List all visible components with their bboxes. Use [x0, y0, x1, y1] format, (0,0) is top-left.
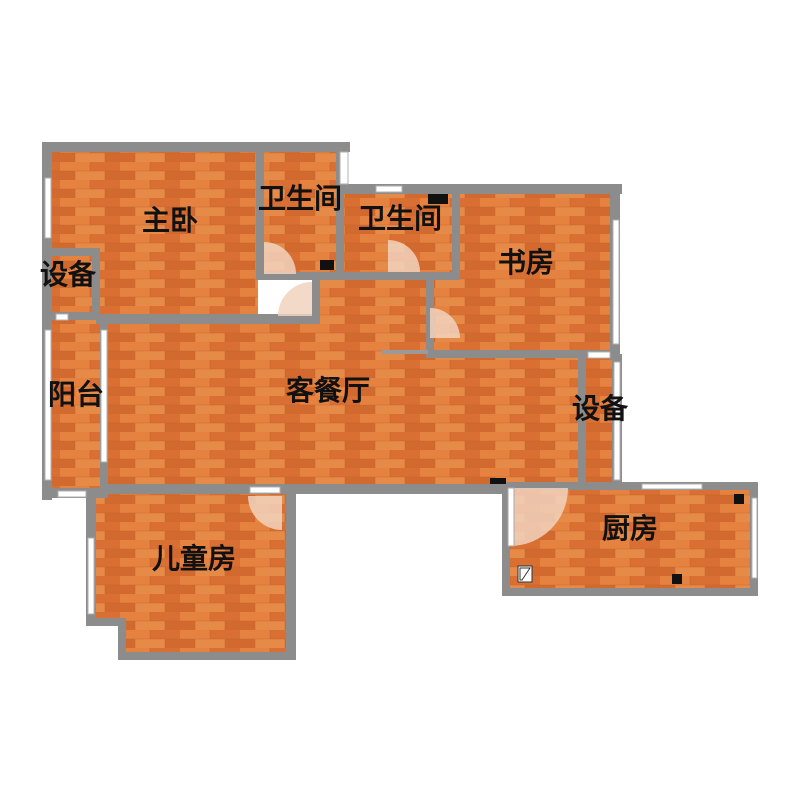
wall: [312, 276, 320, 324]
wall: [578, 354, 586, 488]
pipe-marker: [428, 194, 448, 204]
wall: [42, 142, 52, 500]
wall: [44, 142, 350, 152]
pipe-marker: [490, 478, 506, 484]
pipe-marker: [320, 260, 334, 270]
room-label-balcony: 阳台: [48, 378, 104, 411]
room-label-bathroom-2: 卫生间: [358, 202, 442, 235]
floor-kids-room: [96, 494, 290, 652]
room-label-equipment-left: 设备: [40, 258, 97, 291]
wall: [86, 618, 126, 626]
room-label-master-bedroom: 主卧: [142, 204, 198, 237]
windows: [44, 151, 758, 615]
door-swing: [278, 282, 312, 316]
floor-equipment-left: [52, 252, 98, 316]
window: [55, 313, 69, 321]
window: [87, 537, 95, 615]
pipe-marker: [672, 574, 682, 584]
wall: [430, 350, 620, 358]
wall: [92, 248, 100, 320]
window: [57, 490, 87, 498]
room-label-kids-room: 儿童房: [152, 542, 236, 575]
wall: [452, 192, 460, 276]
window: [641, 483, 703, 490]
doors: [248, 240, 568, 547]
floor-balcony: [52, 320, 102, 492]
wall: [118, 652, 296, 660]
wall: [336, 150, 344, 276]
wall: [100, 484, 504, 494]
wall: [502, 482, 758, 490]
room-label-bathroom-1: 卫生间: [258, 182, 342, 215]
window: [751, 497, 758, 579]
wall: [256, 272, 460, 280]
wall: [502, 588, 758, 596]
wall: [118, 618, 126, 660]
room-label-equipment-right: 设备: [572, 392, 629, 425]
room-label-living-dining: 客餐厅: [286, 374, 370, 407]
door-leaf: [507, 487, 515, 547]
fixtures: [320, 194, 744, 584]
wall: [502, 482, 510, 596]
window: [375, 185, 403, 193]
door-swing: [264, 242, 296, 274]
window: [612, 219, 620, 345]
window: [44, 177, 52, 239]
door-swing: [510, 488, 568, 546]
door-swing: [388, 240, 420, 272]
door-swing: [430, 308, 460, 338]
window: [100, 329, 108, 463]
window: [339, 151, 349, 185]
wall: [256, 150, 264, 276]
door-swing: [248, 496, 282, 530]
room-labels: 主卧 卫生间 卫生间 书房 设备 阳台 客餐厅 设备 儿童房 厨房: [40, 182, 658, 575]
wall: [96, 314, 318, 324]
wall: [44, 248, 100, 256]
wall: [286, 484, 296, 660]
pipe-marker: [734, 494, 744, 504]
floor-living-dining: [102, 320, 584, 484]
sliding-door: [382, 350, 428, 354]
window: [587, 351, 611, 359]
room-label-kitchen: 厨房: [602, 512, 658, 545]
wall: [44, 312, 100, 320]
room-label-study: 书房: [498, 246, 554, 279]
wall: [342, 184, 622, 194]
floor-drain-icon: [517, 565, 533, 583]
window: [613, 361, 621, 481]
window: [44, 329, 52, 481]
window: [249, 486, 281, 494]
floor-equipment-right: [584, 354, 614, 484]
